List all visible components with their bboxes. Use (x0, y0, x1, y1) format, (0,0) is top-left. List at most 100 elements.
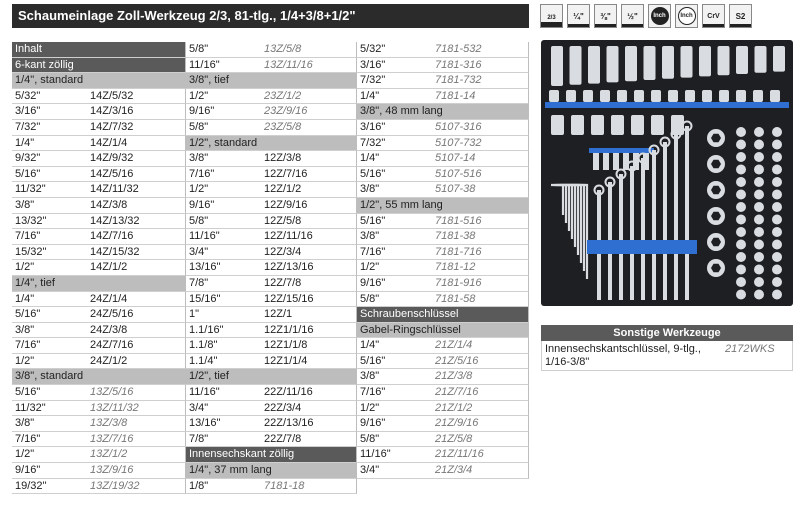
article-code-cell: 5107-14 (435, 152, 476, 165)
wrench-handle-shape (652, 150, 656, 300)
article-code-cell: 24Z/5/16 (90, 308, 134, 321)
article-code-cell: 22Z/13/16 (264, 417, 314, 430)
size-cell: 1" (189, 308, 200, 321)
subsection-header: 1/2", tief (186, 369, 357, 386)
size-cell: 1/4" (15, 136, 35, 149)
size-cell: 3/4" (360, 464, 380, 477)
hex-key-shape (551, 183, 565, 215)
table-row: 5/16" 13Z/5/16 (12, 385, 186, 401)
size-cell: 7/32" (15, 120, 41, 133)
hex-bit-shape (603, 152, 609, 170)
article-code-cell: 12Z/7/8 (264, 276, 302, 289)
table-row: 3/16"5107-316 (357, 119, 529, 136)
article-code-cell: 12Z/3/4 (264, 245, 302, 258)
small-socket-shape (736, 264, 746, 275)
article-code-cell: 14Z/1/2 (90, 261, 128, 274)
table-row: 1/2"13Z/1/2 (12, 447, 186, 464)
size-cell: 1.1/16" (189, 323, 224, 336)
socket-shape (736, 90, 746, 102)
wrench-ring-shape (615, 168, 627, 180)
table-row: 7/8"12Z/7/8 (186, 275, 357, 292)
subsection-header: Gabel-Ringschlüssel (357, 322, 529, 339)
section-header: Schraubenschlüssel (357, 307, 529, 323)
hex-key-shape (554, 183, 568, 223)
table-row: 1/4" 5107-14 (357, 151, 529, 167)
table-row: 15/16"12Z/15/16 (186, 291, 357, 308)
deep-socket-shape (625, 46, 637, 82)
size-cell: 1/2" (15, 261, 35, 274)
size-cell: 3/4" (189, 401, 209, 414)
article-code-cell: 7181-12 (435, 261, 476, 274)
table-row: 7/32"14Z/7/32 (12, 119, 186, 136)
small-socket-shape (772, 239, 782, 250)
subsection-header: 1/4", standard (12, 73, 186, 89)
table-row: 3/4"21Z/3/4 (357, 463, 529, 479)
size-cell: 1/4" (360, 152, 380, 165)
size-cell: 1/2" (15, 354, 35, 367)
article-code-cell: 13Z/1/2 (90, 448, 128, 461)
table-row: 5/32" 7181-532 (357, 42, 529, 58)
article-code-cell: 12Z/3/8 (264, 152, 302, 165)
article-code-cell: 7181-58 (435, 292, 476, 305)
inch-outline-icon: Inch (675, 4, 698, 28)
size-cell: 5/16" (360, 167, 386, 180)
table-row: 5/16"24Z/5/16 (12, 307, 186, 323)
table-row: 11/16"12Z/11/16 (186, 229, 357, 245)
subsection-header: 3/8", tief (186, 73, 357, 89)
article-code-cell: 13Z/3/8 (90, 417, 128, 430)
table-row: 9/16"21Z/9/16 (357, 416, 529, 432)
small-socket-shape (754, 189, 764, 200)
article-code-cell: 7181-732 (435, 74, 482, 87)
article-code-cell: 5107-316 (435, 120, 482, 133)
table-row: 3/8"21Z/3/8 (357, 369, 529, 386)
small-socket-shape (736, 277, 746, 287)
article-code-cell: 12Z1/1/4 (264, 354, 308, 367)
size-cell: 1/8" (189, 479, 209, 492)
table-row: 13/16"12Z/13/16 (186, 260, 357, 276)
article-code-cell: 7181-532 (435, 43, 482, 55)
article-code-cell: 12Z/9/16 (264, 198, 308, 211)
size-cell: 5/16" (15, 386, 41, 399)
size-cell: 11/16" (360, 448, 391, 461)
small-socket-shape (754, 152, 764, 162)
size-cell: 5/32" (360, 43, 386, 55)
hex-opening-shape (711, 159, 721, 169)
foam-stripe-shape (545, 102, 789, 108)
table-row: 7/16"7181-716 (357, 244, 529, 261)
deep-socket-shape (569, 46, 582, 85)
size-cell: 7/16" (15, 230, 41, 243)
article-code-cell: 13Z/5/16 (90, 386, 134, 399)
article-code-cell: 7181-716 (435, 245, 482, 258)
badge-label: S2 (735, 11, 746, 21)
small-socket-shape (772, 214, 782, 225)
wrench-ring-shape (604, 176, 616, 188)
socket-shape (753, 90, 763, 102)
size-cell: 5/8" (360, 432, 380, 445)
wrench-handle-shape (685, 126, 689, 300)
small-socket-shape (772, 127, 782, 137)
small-socket-shape (772, 289, 782, 300)
article-code-cell: 23Z/5/8 (264, 120, 302, 133)
socket-shape (651, 90, 661, 102)
article-code-cell: 14Z/1/4 (90, 136, 128, 149)
table-row: 11/32"13Z/11/32 (12, 400, 186, 417)
table-row: 3/8"14Z/3/8 (12, 197, 186, 214)
size-cell: 7/16" (189, 167, 215, 180)
size-cell: 7/16" (360, 386, 386, 399)
size-cell: 11/32" (15, 183, 46, 196)
other-tools-header: Sonstige Werkzeuge (541, 325, 793, 341)
table-row: 5/8"21Z/5/8 (357, 431, 529, 448)
size-cell: 1/2" (189, 183, 209, 196)
size-cell: 5/8" (189, 43, 209, 55)
size-cell: 7/8" (189, 432, 209, 445)
small-socket-shape (736, 289, 746, 300)
badge-label: ¼" (573, 11, 584, 21)
article-code-cell: 13Z/11/16 (264, 58, 313, 71)
socket-shape (571, 115, 584, 135)
wrench-handle-shape (641, 158, 645, 300)
size-cell: 7/16" (15, 432, 41, 445)
wrench-handle-shape (619, 174, 623, 300)
hex-opening-shape (711, 185, 721, 195)
